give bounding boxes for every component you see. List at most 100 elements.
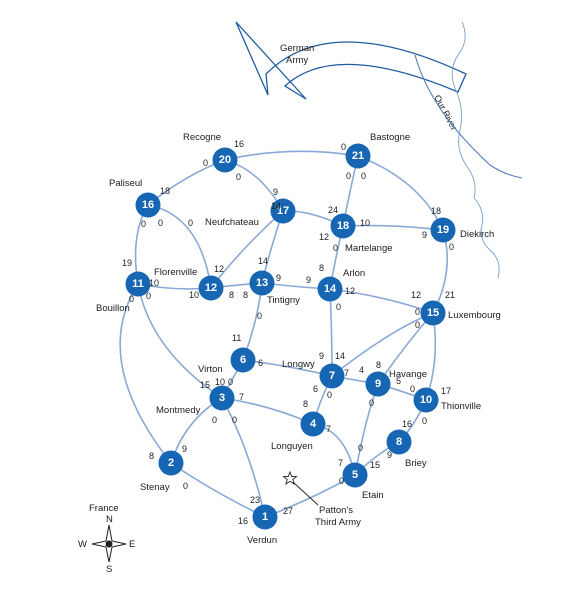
army-label-1: German: [280, 43, 314, 54]
capacity: 0: [358, 443, 363, 453]
capacity: 7: [239, 392, 244, 402]
svg-text:11: 11: [132, 278, 144, 290]
town-virton: Virton: [198, 364, 223, 375]
node-17: 17: [270, 198, 296, 224]
town-martelange: Martelange: [345, 243, 393, 254]
node-10: 10: [413, 387, 439, 413]
svg-text:3: 3: [219, 392, 225, 404]
capacity: 15: [200, 380, 210, 390]
capacity: 14: [258, 256, 268, 266]
town-bastogne: Bastogne: [370, 132, 410, 143]
node-7: 7: [319, 363, 345, 389]
capacity: 6: [313, 384, 318, 394]
capacity: 0: [361, 171, 366, 181]
svg-text:14: 14: [324, 283, 337, 295]
svg-text:12: 12: [205, 282, 217, 294]
capacity: 7: [338, 458, 343, 468]
compass-title: France: [89, 503, 119, 514]
capacity: 0: [346, 171, 351, 181]
river-branch: [473, 197, 500, 279]
patton-marker: [282, 470, 319, 506]
town-briey: Briey: [405, 458, 427, 469]
capacity: 0: [449, 242, 454, 252]
capacity: 12: [214, 264, 224, 274]
compass-e: E: [129, 539, 135, 550]
capacity: 0: [146, 291, 151, 301]
capacity: 14: [335, 351, 345, 361]
node-4: 4: [300, 411, 326, 437]
german-army-arrow: [235, 21, 467, 100]
node-13: 13: [249, 270, 275, 296]
capacity: 0: [339, 476, 344, 486]
node-11: 11: [125, 271, 151, 297]
compass-w: W: [78, 539, 87, 550]
town-havange: Havange: [389, 369, 427, 380]
node-15: 15: [420, 300, 446, 326]
capacity: 12: [411, 290, 421, 300]
node-3: 3: [209, 385, 235, 411]
town-recogne: Recogne: [183, 132, 221, 143]
town-bouillon: Bouillon: [96, 303, 130, 314]
capacity: 8: [229, 290, 234, 300]
capacity: 0: [369, 398, 374, 408]
capacity: 10: [215, 377, 225, 387]
capacity: 11: [232, 333, 241, 343]
capacity: 0: [422, 416, 427, 426]
capacity: 14: [271, 201, 281, 211]
capacity: 9: [422, 230, 427, 240]
capacity: 4: [359, 365, 364, 375]
town-etain: Etain: [362, 490, 384, 501]
capacity: 7: [344, 368, 349, 378]
capacity: 10: [189, 290, 199, 300]
node-5: 5: [342, 462, 368, 488]
capacity: 0: [232, 415, 237, 425]
capacity: 16: [402, 419, 412, 429]
capacity: 9: [273, 187, 278, 197]
town-diekirch: Diekirch: [460, 229, 494, 240]
node-6: 6: [230, 347, 256, 373]
army-label-2: Army: [286, 55, 308, 66]
patton-label-2: Third Army: [315, 517, 361, 528]
node-21: 21: [345, 143, 371, 169]
svg-text:10: 10: [420, 394, 432, 406]
node-14: 14: [317, 276, 343, 302]
town-longuyen: Longuyen: [271, 441, 313, 452]
capacity: 10: [360, 218, 370, 228]
node-18: 18: [330, 213, 356, 239]
svg-text:18: 18: [337, 220, 349, 232]
capacity: 15: [370, 460, 380, 470]
capacity: 18: [431, 206, 441, 216]
capacity: 0: [203, 158, 208, 168]
capacity: 0: [336, 302, 341, 312]
compass-n: N: [106, 514, 113, 525]
capacity: 6: [258, 358, 263, 368]
node-12: 12: [198, 275, 224, 301]
capacity: 8: [319, 263, 324, 273]
capacity: 0: [183, 481, 188, 491]
star-icon: [282, 470, 298, 486]
svg-text:4: 4: [310, 418, 317, 430]
capacity: 12: [319, 232, 329, 242]
capacity: 17: [441, 386, 451, 396]
capacity: 8: [376, 360, 381, 370]
svg-text:16: 16: [142, 199, 154, 211]
capacity: 8: [243, 290, 248, 300]
capacity: 7: [326, 424, 331, 434]
capacity: 21: [445, 290, 455, 300]
svg-text:8: 8: [396, 436, 402, 448]
node-8: 8: [386, 429, 412, 455]
capacity: 18: [160, 186, 170, 196]
capacity: 0: [341, 142, 346, 152]
town-arlon: Arlon: [343, 268, 365, 279]
capacity: 19: [122, 258, 132, 268]
town-stenay: Stenay: [140, 482, 170, 493]
town-florenville: Florenville: [154, 267, 197, 278]
town-tintigny: Tintigny: [267, 295, 300, 306]
nodes: 1 2 3 4 5 6 7 8 9 10 11 12 13 14 15 16 1…: [125, 143, 456, 530]
town-paliseul: Paliseul: [109, 178, 142, 189]
capacity: 0: [188, 218, 193, 228]
node-16: 16: [135, 192, 161, 218]
svg-text:7: 7: [329, 370, 335, 382]
capacity: 0: [141, 219, 146, 229]
